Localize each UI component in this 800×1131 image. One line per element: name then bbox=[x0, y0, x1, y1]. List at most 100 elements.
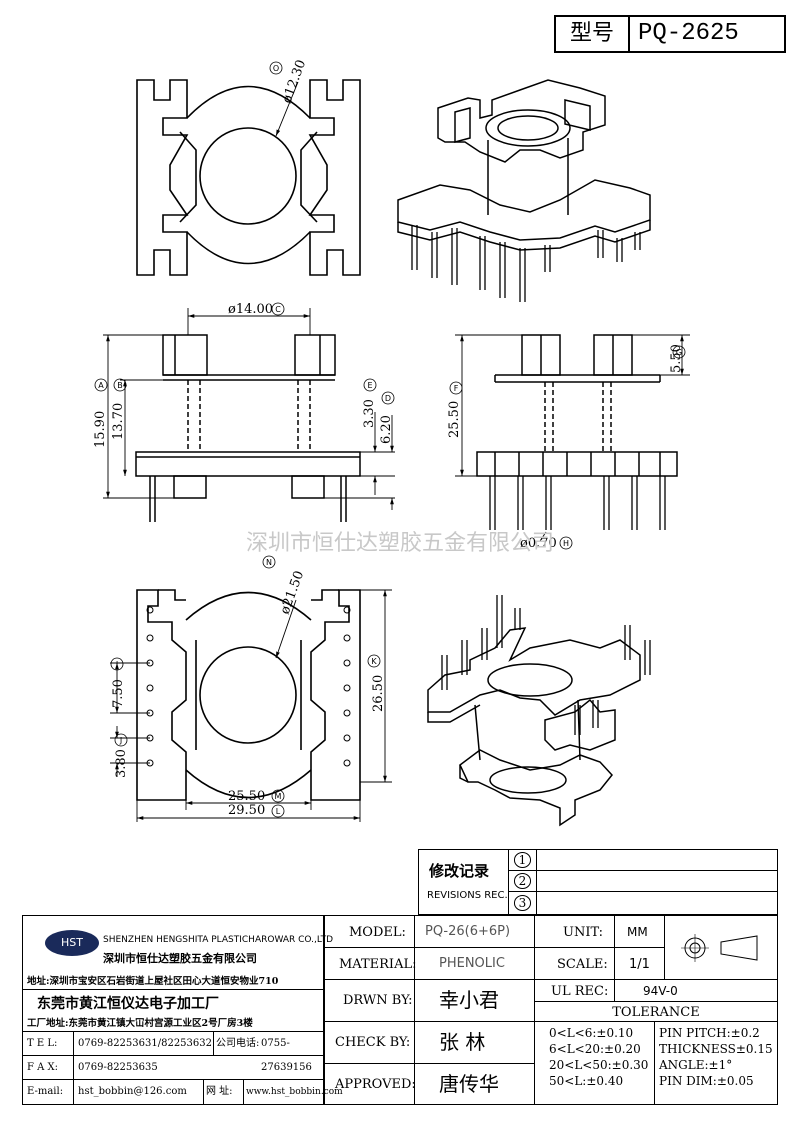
unit-value: MM bbox=[615, 916, 665, 948]
tolerance-ranges: 0<L<6:±0.10 6<L<20:±0.20 20<L<50:±0.30 5… bbox=[535, 1022, 655, 1104]
email-label: E-mail: bbox=[27, 1086, 64, 1097]
contact-email-row: E-mail: hst_bobbin@126.com 网 址: www.hst_… bbox=[23, 1080, 343, 1104]
svg-text:G: G bbox=[676, 348, 682, 357]
dim-m-value: 25.50 bbox=[228, 789, 265, 804]
revisions-label-cell: 修改记录 REVISIONS REC. bbox=[419, 850, 509, 914]
svg-text:H: H bbox=[563, 539, 569, 548]
svg-text:A: A bbox=[98, 381, 104, 390]
web-label: 网 址: bbox=[203, 1080, 243, 1104]
tolerance-other: PIN PITCH:±0.2 THICKNESS±0.15 ANGLE:±1° … bbox=[655, 1022, 777, 1104]
revisions-label-en: REVISIONS REC. bbox=[427, 890, 508, 901]
model-number-box: 型号 PQ-2625 bbox=[554, 15, 786, 53]
company-address: 地址:深圳市宝安区石岩街道上屋社区田心大道恒安物业710 bbox=[27, 976, 279, 987]
tel-label: T E L: bbox=[27, 1038, 58, 1049]
dim-b-marker: B bbox=[113, 378, 127, 392]
revision-number-2: 2 bbox=[513, 873, 532, 889]
model-label: MODEL: bbox=[325, 916, 415, 948]
svg-text:D: D bbox=[385, 394, 391, 403]
scale-value: 1/1 bbox=[615, 948, 665, 980]
iso-view-top bbox=[397, 79, 651, 302]
dim-b-value: 13.70 bbox=[111, 403, 126, 440]
tolerance-label: TOLERANCE bbox=[535, 1002, 777, 1022]
model-value: PQ-26(6+6P) bbox=[415, 916, 535, 948]
dim-f-value: 25.50 bbox=[447, 401, 462, 438]
svg-text:L: L bbox=[276, 807, 281, 816]
projection-symbol-icon bbox=[681, 934, 758, 962]
revision-row-1: 1 bbox=[509, 850, 777, 871]
approved-value: 唐传华 bbox=[415, 1064, 535, 1104]
side-view bbox=[455, 334, 690, 542]
dim-l-value: 29.50 bbox=[228, 803, 265, 818]
dim-j-marker: J bbox=[114, 733, 128, 747]
drawn-label: DRWN BY: bbox=[325, 980, 415, 1022]
scale-label: SCALE: bbox=[535, 948, 615, 980]
fax-value: 0769-82253635 bbox=[73, 1056, 323, 1080]
dim-i-marker: I bbox=[110, 657, 124, 671]
model-number-label: 型号 bbox=[556, 17, 630, 51]
revisions-label-cn: 修改记录 bbox=[429, 862, 490, 880]
tolerance-range-2: 6<L<20:±0.20 bbox=[549, 1042, 641, 1056]
company-header: HST SHENZHEN HENGSHITA PLASTICHAROWAR CO… bbox=[23, 916, 333, 990]
company-name-en: SHENZHEN HENGSHITA PLASTICHAROWAR CO.,LT… bbox=[103, 935, 334, 945]
angle-tolerance: ANGLE:±1° bbox=[659, 1058, 733, 1072]
pin-pitch-tolerance: PIN PITCH:±0.2 bbox=[659, 1026, 760, 1040]
dim-k-value: 26.50 bbox=[371, 675, 386, 712]
company-logo: HST bbox=[45, 930, 99, 956]
dim-h-marker: H bbox=[559, 536, 573, 550]
revision-number-1: 1 bbox=[513, 852, 532, 868]
contact-fax-row: F A X: 0769-82253635 bbox=[23, 1056, 323, 1080]
watermark: 深圳市恒仕达塑胶五金有限公司 bbox=[246, 531, 554, 556]
ul-value: 94V-0 bbox=[615, 980, 777, 1002]
dim-a-marker: A bbox=[94, 378, 108, 392]
factory-address: 工厂地址:东莞市黄江镇大冚村宫源工业区2号厂房3楼 bbox=[27, 1018, 253, 1029]
svg-text:I: I bbox=[116, 660, 118, 669]
dim-i-value: 7.50 bbox=[111, 679, 126, 708]
dim-a-value: 15.90 bbox=[93, 411, 108, 448]
spec-block: MODEL: PQ-26(6+6P) MATERIAL: PHENOLIC DR… bbox=[324, 915, 778, 1105]
dim-e-marker: E bbox=[363, 378, 377, 392]
web-value: www.hst_bobbin.com bbox=[243, 1080, 343, 1104]
model-number-value: PQ-2625 bbox=[638, 20, 739, 47]
svg-text:F: F bbox=[454, 384, 459, 393]
company-name-cn: 深圳市恒仕达塑胶五金有限公司 bbox=[103, 952, 257, 965]
material-value: PHENOLIC bbox=[415, 948, 535, 980]
email-value: hst_bobbin@126.com bbox=[73, 1080, 203, 1104]
pin-dim-tolerance: PIN DIM:±0.05 bbox=[659, 1074, 754, 1088]
check-label: CHECK BY: bbox=[325, 1022, 415, 1064]
check-value: 张 林 bbox=[415, 1022, 535, 1064]
dim-d-value: 6.20 bbox=[379, 415, 394, 444]
contact-tel-row: T E L: 0769-82253631/82253632 公司电话: 0755… bbox=[23, 1032, 323, 1073]
dim-j-value: 3.80 bbox=[114, 749, 129, 778]
revision-number-3: 3 bbox=[513, 895, 532, 911]
ul-label: UL REC: bbox=[535, 980, 615, 1002]
dim-o-value: ø12.30 bbox=[280, 58, 310, 105]
iso-view-bottom bbox=[427, 595, 651, 827]
dim-c-value: ø14.00 bbox=[228, 302, 273, 317]
svg-text:O: O bbox=[273, 64, 279, 73]
svg-text:B: B bbox=[117, 381, 123, 390]
dim-k-marker: K bbox=[367, 654, 381, 668]
dim-h-value: ø0.70 bbox=[520, 536, 557, 551]
unit-label: UNIT: bbox=[535, 916, 615, 948]
revisions-table: 修改记录 REVISIONS REC. 1 2 3 bbox=[418, 849, 778, 915]
fax-label: F A X: bbox=[27, 1062, 59, 1073]
dim-n-marker: N bbox=[262, 555, 276, 569]
dim-l-marker: L bbox=[271, 804, 285, 818]
dim-c-marker: C bbox=[271, 302, 285, 316]
svg-text:K: K bbox=[371, 657, 377, 666]
company-block: HST SHENZHEN HENGSHITA PLASTICHAROWAR CO… bbox=[22, 915, 343, 1105]
tolerance-range-4: 50<L:±0.40 bbox=[549, 1074, 624, 1088]
dim-o-marker: O bbox=[269, 61, 283, 75]
projection-symbol bbox=[665, 916, 777, 980]
bottom-view bbox=[110, 589, 392, 822]
drawn-value: 幸小君 bbox=[415, 980, 535, 1022]
revision-row-3: 3 bbox=[509, 892, 777, 914]
dim-f-marker: F bbox=[449, 381, 463, 395]
front-view bbox=[103, 308, 395, 522]
dim-m-marker: M bbox=[271, 789, 285, 803]
approved-label: APPROVED: bbox=[325, 1064, 416, 1104]
dim-g-marker: G bbox=[672, 345, 686, 359]
office-tel-value: 0755-27639156 bbox=[261, 1038, 312, 1073]
thickness-tolerance: THICKNESS±0.15 bbox=[659, 1042, 773, 1056]
svg-text:E: E bbox=[367, 381, 372, 390]
